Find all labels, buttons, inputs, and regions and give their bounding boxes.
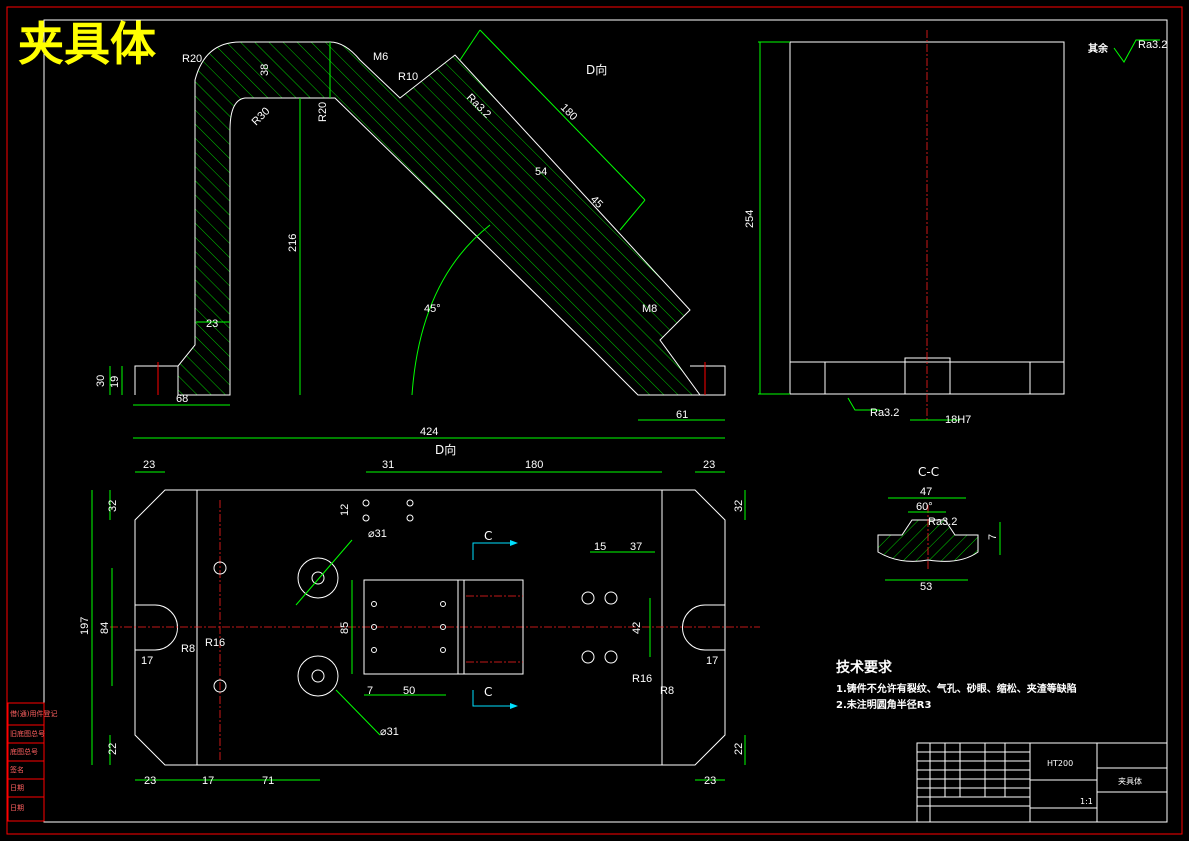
- part-name-field: 夹具体: [1118, 776, 1142, 786]
- title-block: HT200 夹具体 1:1: [916, 742, 1168, 823]
- dim-r16-right: R16: [632, 673, 652, 685]
- angle-label: 45°: [424, 303, 441, 315]
- dim-61: 61: [676, 409, 688, 421]
- counterbore-hole-bottom: [297, 655, 339, 697]
- dim-22-right: 22: [733, 743, 745, 755]
- section-title: C-C: [918, 465, 939, 479]
- dim-85: 85: [339, 622, 351, 634]
- notes-title: 技术要求: [836, 659, 893, 676]
- note-1: 1.铸件不允许有裂纹、气孔、砂眼、缩松、夹渣等缺陷: [836, 682, 1077, 695]
- dim-phi31-top: ⌀31: [368, 528, 387, 540]
- plan-view: C C 23 31 180 23 32 12 ⌀31 32 15 37 197 …: [79, 459, 760, 787]
- section-c-c: C-C 47 60° Ra3.2 7 53: [877, 465, 1001, 593]
- dim-424: 424: [420, 426, 438, 438]
- dim-19: 19: [109, 376, 121, 388]
- dim-254: 254: [744, 210, 756, 228]
- plan-outline: [134, 489, 726, 766]
- dim-68: 68: [176, 393, 188, 405]
- material-field: HT200: [1047, 759, 1073, 768]
- fixture-body-section: [177, 41, 701, 396]
- drawing-title: 夹具体: [18, 17, 156, 71]
- dim-37: 37: [630, 541, 642, 553]
- dim-32-right: 32: [733, 500, 745, 512]
- plan-view-label: D向: [435, 442, 456, 457]
- strip-row-4: 签名: [10, 765, 24, 774]
- dim-15: 15: [594, 541, 606, 553]
- dim-180-main: 180: [558, 102, 579, 123]
- right-foot: [638, 365, 726, 396]
- section-mark-bottom: C: [484, 685, 492, 699]
- dim-180-plan: 180: [525, 459, 543, 471]
- technical-notes: 技术要求 1.铸件不允许有裂纹、气孔、砂眼、缩松、夹渣等缺陷 2.未注明圆角半径…: [836, 659, 1077, 711]
- dim-38: 38: [259, 64, 271, 76]
- dim-r16-left: R16: [205, 637, 225, 649]
- dim-54: 54: [535, 166, 547, 178]
- section-dim-60: 60°: [916, 501, 933, 513]
- dim-r20-b: R20: [317, 102, 329, 122]
- dim-30: 30: [95, 375, 107, 387]
- section-dim-53: 53: [920, 581, 932, 593]
- counterbore-hole-top: [297, 557, 339, 599]
- note-2: 2.未注明圆角半径R3: [836, 698, 931, 711]
- left-u-slot: [135, 604, 178, 651]
- section-mark-top: C: [484, 529, 492, 543]
- dim-17-bottom: 17: [202, 775, 214, 787]
- dim-23-bottom-left: 23: [144, 775, 156, 787]
- dim-23-top-left: 23: [143, 459, 155, 471]
- dim-42: 42: [631, 622, 643, 634]
- strip-row-5: 日期: [10, 784, 24, 792]
- dim-12: 12: [339, 504, 351, 516]
- side-view: 254 Ra3.2 18H7 其余 Ra3.2: [744, 30, 1167, 426]
- left-foot: [134, 365, 178, 395]
- right-u-slot: [682, 604, 725, 651]
- strip-row-1: 借(通)用件登记: [10, 709, 57, 718]
- dim-m6: M6: [373, 51, 388, 63]
- dim-18h7: 18H7: [945, 414, 971, 426]
- strip-row-3: 底图总号: [10, 747, 38, 756]
- dim-84: 84: [99, 622, 111, 634]
- main-view: R20 38 R30 R20 M6 R10 Ra3.2 180 54 45 21…: [95, 29, 726, 457]
- dim-ra-side: Ra3.2: [870, 407, 899, 419]
- inner-frame: [43, 19, 1168, 823]
- roughness-value: Ra3.2: [1138, 39, 1167, 51]
- roughness-label: 其余: [1088, 42, 1109, 55]
- dim-32-left: 32: [107, 500, 119, 512]
- dim-r8-right: R8: [660, 685, 674, 697]
- dim-phi31-bottom: ⌀31: [380, 726, 399, 738]
- dim-71: 71: [262, 775, 274, 787]
- section-dim-ra: Ra3.2: [928, 516, 957, 528]
- left-revision-strip: 借(通)用件登记 旧底图总号 底图总号 签名 日期 日期: [7, 702, 57, 822]
- dim-216: 216: [287, 234, 299, 252]
- dim-31-plan: 31: [382, 459, 394, 471]
- dim-17-left: 17: [141, 655, 153, 667]
- dim-m8: M8: [642, 303, 657, 315]
- section-dim-47: 47: [920, 486, 932, 498]
- dim-r10: R10: [398, 71, 418, 83]
- strip-row-2: 旧底图总号: [10, 729, 45, 738]
- dim-23-main: 23: [206, 318, 218, 330]
- dim-17-right: 17: [706, 655, 718, 667]
- dim-50: 50: [403, 685, 415, 697]
- view-d-arrow-label: D向: [586, 62, 607, 77]
- section-dim-7: 7: [987, 534, 999, 540]
- outer-frame: [6, 6, 1183, 835]
- scale-field: 1:1: [1080, 797, 1093, 806]
- dim-r30: R30: [250, 105, 273, 128]
- dim-23-bottom-right: 23: [704, 775, 716, 787]
- dim-7-plan: 7: [367, 685, 373, 697]
- dim-23-top-right: 23: [703, 459, 715, 471]
- dim-197: 197: [79, 617, 91, 635]
- dim-22-left: 22: [107, 743, 119, 755]
- dim-r8-left: R8: [181, 643, 195, 655]
- dim-r20: R20: [182, 53, 202, 65]
- strip-row-6: 日期: [10, 804, 24, 812]
